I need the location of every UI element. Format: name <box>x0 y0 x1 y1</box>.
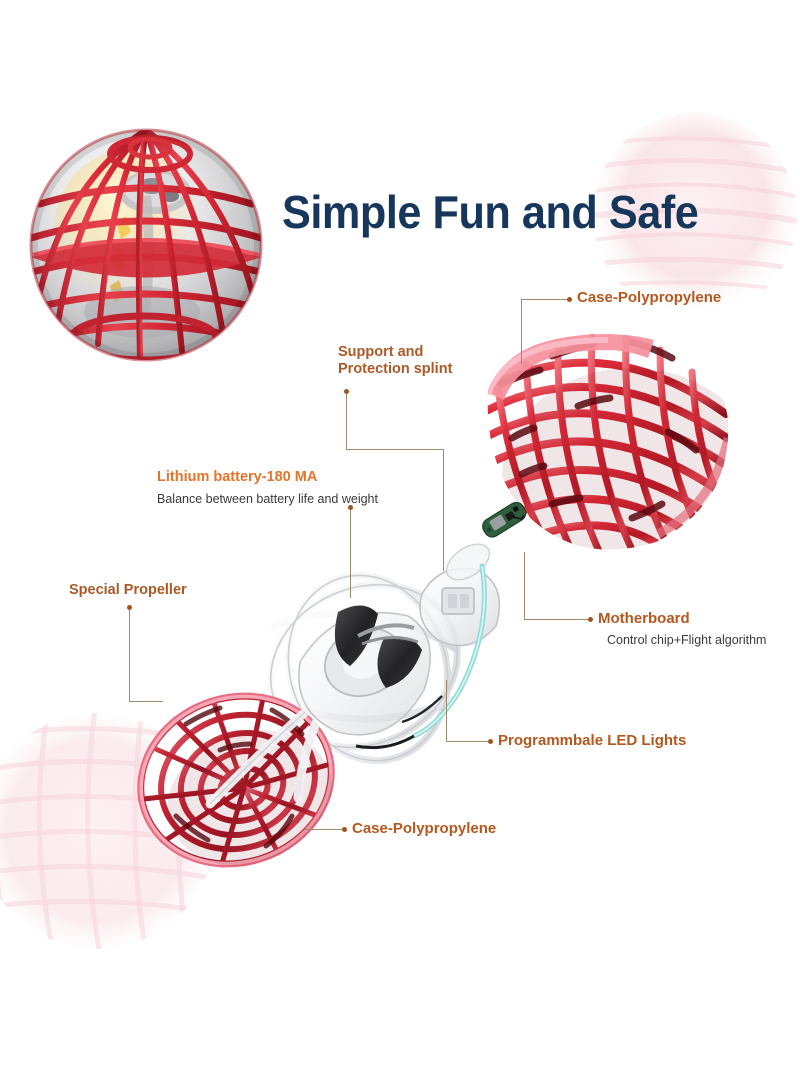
leader-dot-case-top <box>567 297 572 302</box>
callout-motherboard: Motherboard <box>598 610 690 627</box>
motherboard-pcb <box>482 501 527 538</box>
callout-case-polypropylene-bottom: Case-Polypropylene <box>352 820 497 837</box>
leader-case-top-vertical <box>521 300 523 364</box>
callout-lithium-battery: Lithium battery-180 MA <box>157 469 318 485</box>
leader-case-top-horizontal <box>521 299 569 301</box>
upper-cage-hemisphere <box>487 333 729 550</box>
leader-dot-motherboard <box>588 617 593 622</box>
leader-led-vertical <box>446 680 448 742</box>
callout-case-polypropylene-top: Case-Polypropylene <box>577 289 722 306</box>
leader-dot-splint <box>344 389 349 394</box>
callout-lithium-battery-sub: Balance between battery life and weight <box>157 492 378 506</box>
leader-dot-led <box>488 739 493 744</box>
callout-programmable-led-lights: Programmbale LED Lights <box>498 732 687 749</box>
leader-splint-vertical2 <box>443 449 445 571</box>
leader-propeller-horizontal <box>129 701 163 703</box>
leader-dot-battery <box>348 505 353 510</box>
leader-dot-case-bottom <box>342 827 347 832</box>
hero-flying-orb <box>29 128 263 362</box>
inner-core-assembly <box>266 543 501 765</box>
leader-motherboard-horizontal <box>524 619 590 621</box>
callout-special-propeller: Special Propeller <box>69 582 187 598</box>
leader-motherboard-vertical <box>524 552 526 620</box>
page-title: Simple Fun and Safe <box>282 186 699 238</box>
leader-battery-vertical <box>350 510 352 598</box>
leader-splint-horizontal <box>346 449 444 451</box>
leader-dot-propeller <box>127 605 132 610</box>
callout-motherboard-sub: Control chip+Flight algorithm <box>607 633 767 647</box>
lower-cage-hemisphere <box>131 681 341 873</box>
leader-splint-vertical <box>346 394 348 450</box>
leader-led-horizontal <box>446 741 490 743</box>
leader-case-bottom-horizontal <box>304 829 344 831</box>
leader-propeller-vertical <box>129 610 131 702</box>
callout-support-protection-splint: Support and Protection splint <box>338 344 453 378</box>
